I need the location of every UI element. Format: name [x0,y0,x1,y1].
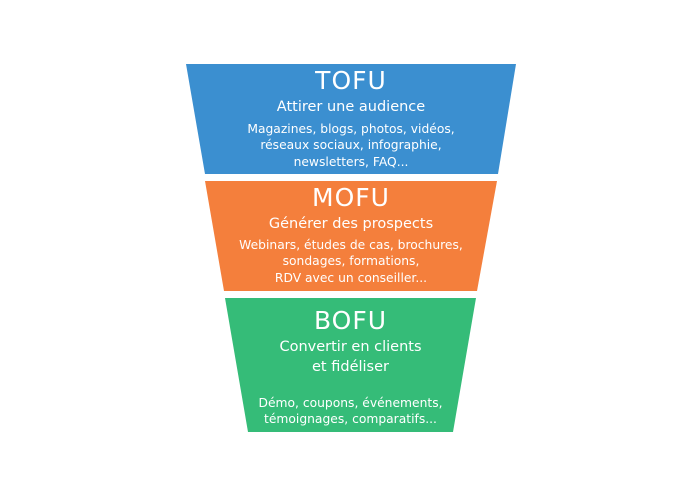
body-line: Magazines, blogs, photos, vidéos, [247,122,455,136]
stage-title: TOFU [315,66,387,95]
body-line: sondages, formations, [282,254,420,269]
body-line: RDV avec un conseiller... [274,270,428,285]
stage-body: Webinars, études de cas, brochures, sond… [205,237,497,286]
body-line: Webinars, études de cas, brochures, [239,238,463,252]
stage-bofu: BOFU Convertir en clients et fidéliser D… [225,306,476,428]
mofu-segment [205,181,497,291]
subtitle-line: Convertir en clients [279,339,422,355]
stage-mofu: MOFU Générer des prospects Webinars, étu… [205,183,497,286]
body-line: témoignages, comparatifs... [264,412,437,427]
body-line: newsletters, FAQ... [293,154,409,169]
stage-subtitle: Attirer une audience [276,99,426,115]
body-line: Démo, coupons, événements, [258,396,443,410]
stage-tofu: TOFU Attirer une audience Magazines, blo… [186,66,516,170]
stage-body: Démo, coupons, événements, témoignages, … [225,395,476,428]
stage-subtitle: Convertir en clients et fidéliser [225,337,476,377]
bofu-segment [225,298,476,432]
tofu-segment [186,64,516,174]
subtitle-line: et fidéliser [312,359,389,375]
body-line: réseaux sociaux, infographie, [260,138,442,153]
stage-body: Magazines, blogs, photos, vidéos, réseau… [186,121,516,170]
stage-title: MOFU [312,183,390,212]
stage-subtitle: Générer des prospects [268,216,434,232]
stage-title: BOFU [313,306,388,335]
